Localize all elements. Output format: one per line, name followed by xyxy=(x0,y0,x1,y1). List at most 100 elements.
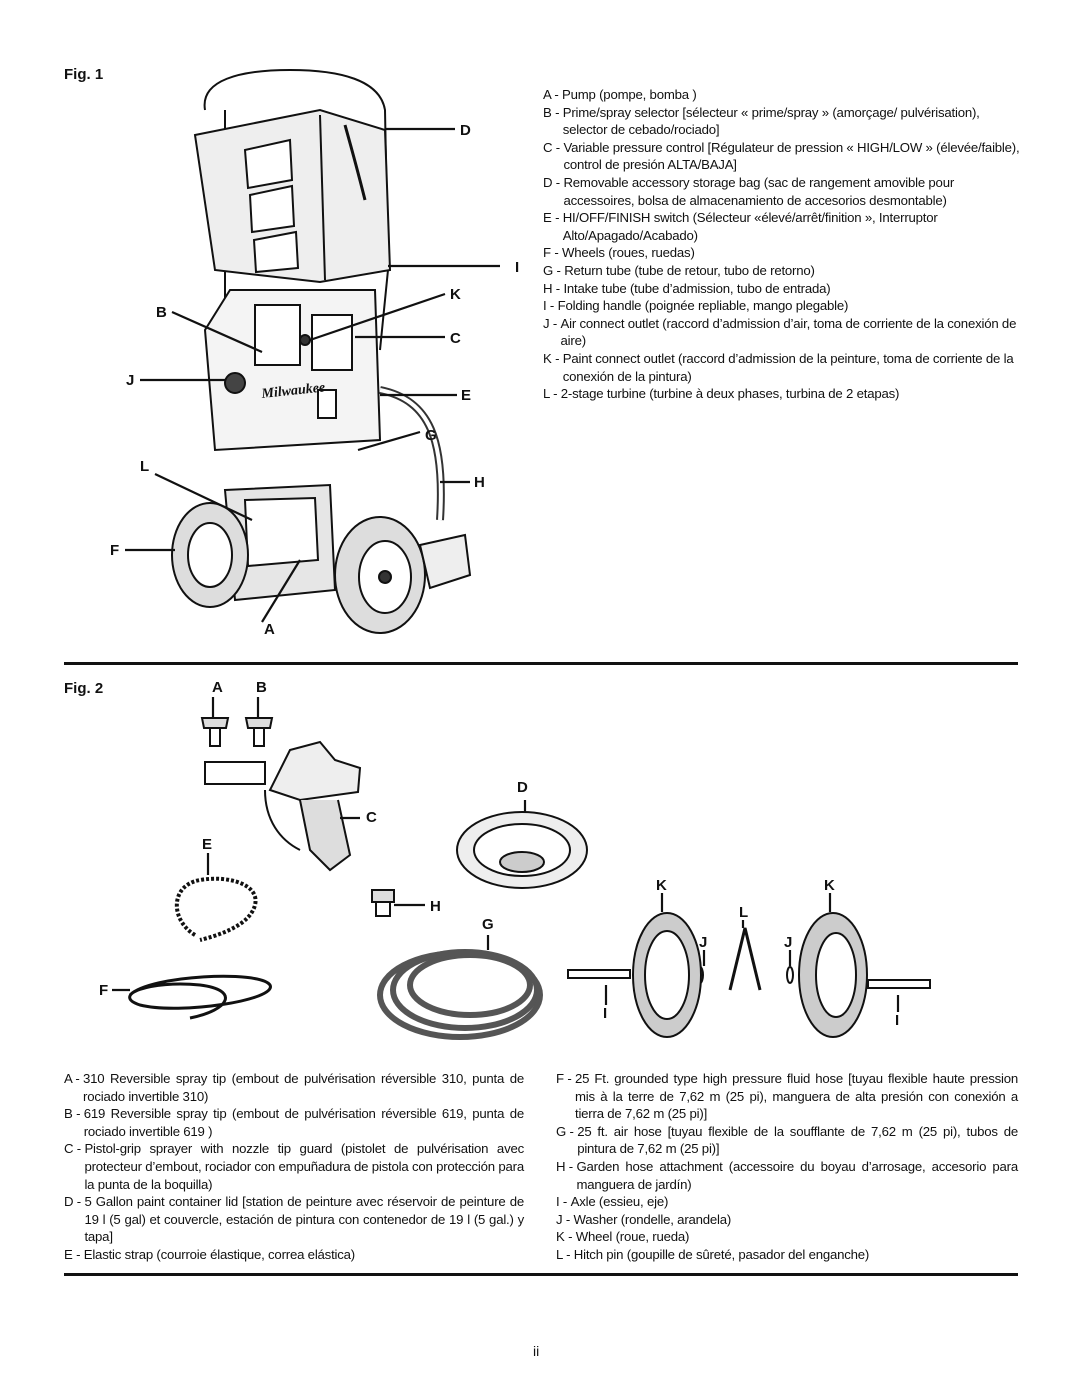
bottom-divider xyxy=(64,1273,1018,1276)
section-divider xyxy=(64,662,1018,665)
legend-text: HI/OFF/FINISH switch (Sélecteur «élevé/a… xyxy=(562,210,938,243)
air-hose-shape xyxy=(377,949,543,1040)
fig2-callout-F: F xyxy=(99,982,109,999)
fig2-legend-item: K - Wheel (roue, rueda) xyxy=(556,1228,1018,1246)
spray-tip-a-shape xyxy=(200,717,230,747)
legend-text: Prime/spray selector [sélecteur « prime/… xyxy=(562,104,980,138)
fluid-hose-shape xyxy=(128,974,272,1020)
legend-key: A - xyxy=(543,87,562,102)
fig2-legend-item: C - Pistol-grip sprayer with nozzle tip … xyxy=(64,1140,524,1193)
legend-key: G - xyxy=(543,262,565,278)
legend-key: F - xyxy=(543,245,562,261)
legend-text: Paint connect outlet (raccord d’admissio… xyxy=(562,350,1014,384)
legend-text: Washer (rondelle, arandela) xyxy=(573,1211,732,1227)
legend-text: Axle (essieu, eje) xyxy=(570,1194,669,1210)
paint-lid-shape xyxy=(456,811,588,889)
handle-frame-line xyxy=(203,68,390,351)
fig1-label: Fig. 1 xyxy=(64,66,104,83)
axle-right-shape xyxy=(867,979,931,989)
legend-text: Removable accessory storage bag (sac de … xyxy=(563,174,955,208)
fig2-legend-item: L - Hitch pin (goupille de sûreté, pasad… xyxy=(556,1246,1018,1264)
legend-key: K - xyxy=(543,350,563,366)
legend-key: L - xyxy=(543,386,561,402)
fig2-legend-item: J - Washer (rondelle, arandela) xyxy=(556,1211,1018,1229)
legend-text: Hitch pin (goupille de sûreté, pasador d… xyxy=(573,1246,870,1262)
fig1-callout-L: L xyxy=(140,458,150,475)
fig2-legend-right: F - 25 Ft. grounded type high pressure f… xyxy=(556,1070,1018,1264)
fig2-callout-B: B xyxy=(256,679,267,696)
legend-text: Folding handle (poignée repliable, mango… xyxy=(557,298,849,314)
fig1-legend-item: D - Removable accessory storage bag (sac… xyxy=(543,174,1021,209)
legend-key: H - xyxy=(556,1158,577,1174)
legend-text: Air connect outlet (raccord d’admission … xyxy=(560,315,1017,349)
washer-left-shape xyxy=(696,966,704,984)
sprayer-unit-drawing: Milwaukee xyxy=(125,68,500,634)
handle-left-rail xyxy=(224,110,231,401)
legend-key: I - xyxy=(543,298,558,314)
fig1-legend-item: B - Prime/spray selector [sélecteur « pr… xyxy=(543,104,1021,139)
legend-key: E - xyxy=(543,210,563,226)
legend-text: 619 Reversible spray tip (embout de pulv… xyxy=(83,1106,524,1139)
legend-key: E - xyxy=(64,1246,84,1262)
fig1-legend-item: K - Paint connect outlet (raccord d’admi… xyxy=(543,350,1021,385)
legend-text: Variable pressure control [Régulateur de… xyxy=(563,139,1020,173)
fig2-label: Fig. 2 xyxy=(64,680,104,697)
legend-key: F - xyxy=(556,1071,575,1086)
pump-housing-shape xyxy=(223,483,337,602)
fig2-legend-item: D - 5 Gallon paint container lid [statio… xyxy=(64,1193,524,1246)
fig1-legend-item: A - Pump (pompe, bomba ) xyxy=(543,86,1021,104)
fig1-callout-J: J xyxy=(126,372,135,389)
fig2-callout-K-right: K xyxy=(824,877,835,894)
legend-key: L - xyxy=(556,1246,574,1262)
fig2-callout-D: D xyxy=(517,779,528,796)
fig2-callout-C: C xyxy=(366,809,377,826)
fig2-callout-E: E xyxy=(202,836,213,853)
fig1-callout-D: D xyxy=(460,122,471,139)
legend-text: Return tube (tube de retour, tubo de ret… xyxy=(564,262,815,278)
legend-text: 25 ft. air hose [tuyau flexible de la so… xyxy=(577,1123,1018,1157)
legend-key: C - xyxy=(543,139,564,155)
legend-key: A - xyxy=(64,1071,83,1086)
fig1-legend-item: G - Return tube (tube de retour, tubo de… xyxy=(543,262,1021,280)
fig2-callout-G: G xyxy=(482,916,494,933)
legend-key: G - xyxy=(556,1123,578,1139)
legend-text: Intake tube (tube d’admission, tubo de e… xyxy=(563,280,831,296)
fig2-legend-item: B - 619 Reversible spray tip (embout de … xyxy=(64,1105,524,1140)
fig2-callout-K-left: K xyxy=(656,877,667,894)
legend-text: 310 Reversible spray tip (embout de pulv… xyxy=(83,1071,524,1104)
left-wheel-shape xyxy=(171,502,249,608)
fig2-legend-item: G - 25 ft. air hose [tuyau flexible de l… xyxy=(556,1123,1018,1158)
legend-key: D - xyxy=(64,1194,85,1210)
fig2-callout-J-right: J xyxy=(784,934,793,951)
fig2-legend-item: F - 25 Ft. grounded type high pressure f… xyxy=(556,1070,1018,1123)
legend-key: I - xyxy=(556,1194,571,1210)
fig2-callout-L: L xyxy=(739,904,749,921)
intake-tube-line xyxy=(379,386,445,521)
legend-key: J - xyxy=(556,1211,574,1227)
sprayer-gun-shape xyxy=(204,740,362,872)
fig1-callout-A: A xyxy=(264,621,275,638)
washer-right-shape xyxy=(786,966,794,984)
fig1-legend-item: C - Variable pressure control [Régulateu… xyxy=(543,139,1021,174)
legend-key: B - xyxy=(543,104,563,120)
fig2-callout-I-right: I xyxy=(895,1012,900,1029)
fig2-legend-left: A - 310 Reversible spray tip (embout de … xyxy=(64,1070,524,1264)
fig2-legend-item: A - 310 Reversible spray tip (embout de … xyxy=(64,1070,524,1105)
fig1-callout-H: H xyxy=(474,474,485,491)
legend-key: H - xyxy=(543,280,564,296)
fig1-callout-C: C xyxy=(450,330,461,347)
legend-text: Garden hose attachment (accessoire du bo… xyxy=(576,1158,1018,1192)
fig1-callout-I: I xyxy=(515,259,520,276)
fig2-legend-item: H - Garden hose attachment (accessoire d… xyxy=(556,1158,1018,1193)
wheel-right-shape xyxy=(798,912,868,1038)
brand-logo: Milwaukee xyxy=(260,380,326,402)
hitch-pin-shape xyxy=(728,927,762,991)
fig1-legend-item: J - Air connect outlet (raccord d’admiss… xyxy=(543,315,1021,350)
legend-key: J - xyxy=(543,315,561,331)
fig2-callout-H: H xyxy=(430,898,441,915)
legend-text: Elastic strap (courroie élastique, corre… xyxy=(83,1246,355,1262)
legend-text: Wheel (roue, rueda) xyxy=(575,1229,690,1245)
fig1-callout-K: K xyxy=(450,286,461,303)
control-panel-shape xyxy=(203,289,382,452)
fig1-legend-item: H - Intake tube (tube d’admission, tubo … xyxy=(543,280,1021,298)
